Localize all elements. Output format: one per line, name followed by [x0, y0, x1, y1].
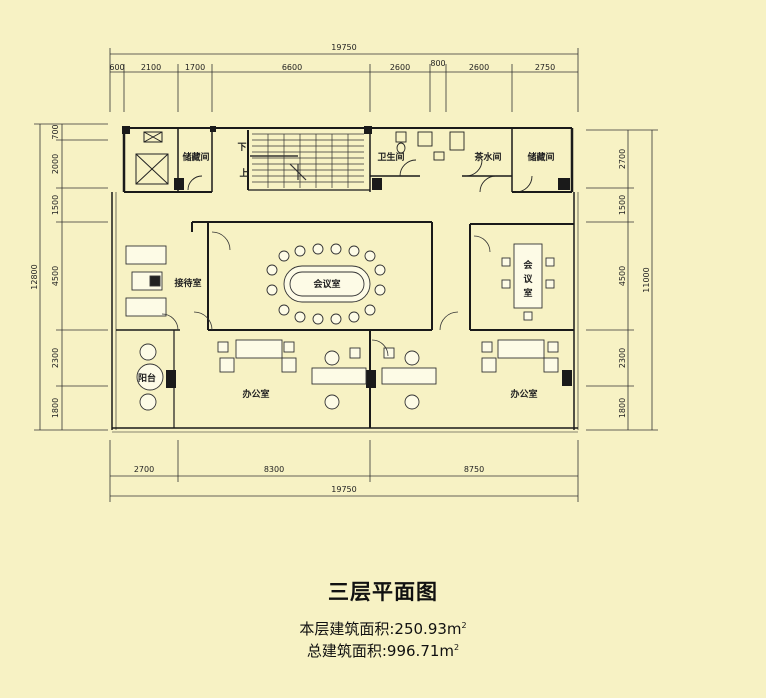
room-label-storage-right: 储藏间 — [527, 151, 554, 163]
left-dimensions — [34, 123, 108, 431]
dim-left-5: 2300 — [51, 348, 60, 368]
restroom-fixtures — [187, 131, 533, 193]
balcony-furniture — [136, 343, 164, 411]
room-label-meeting-small-2: 议 — [523, 273, 533, 285]
stair-label-up: 上 — [239, 167, 248, 179]
dim-top-6: 800 — [430, 59, 445, 68]
plan-title: 三层平面图 — [328, 580, 438, 604]
dim-right-3: 4500 — [618, 266, 627, 286]
dim-left-4: 4500 — [51, 266, 60, 286]
conference-table-small — [501, 243, 555, 321]
dim-left-3: 1500 — [51, 195, 60, 215]
reception-sofas — [125, 245, 167, 317]
office-left-furniture — [217, 339, 367, 410]
room-label-office-right: 办公室 — [510, 388, 537, 400]
dim-top-4: 6600 — [282, 63, 302, 72]
dim-top-total: 19750 — [331, 43, 356, 52]
top-dimensions — [109, 48, 579, 112]
dim-left-6: 1800 — [51, 398, 60, 418]
floor-area-label: 本层建筑面积:250.93m — [299, 620, 462, 638]
room-label-balcony: 阳台 — [138, 372, 156, 384]
bottom-dimensions — [109, 440, 579, 502]
room-label-office-left: 办公室 — [242, 388, 269, 400]
dim-top-7: 2600 — [469, 63, 489, 72]
right-dimensions — [586, 129, 658, 431]
floor-area-superscript: 2 — [461, 621, 467, 630]
dim-right-5: 1800 — [618, 398, 627, 418]
room-label-reception: 接待室 — [174, 277, 201, 289]
room-label-restroom: 卫生间 — [377, 151, 404, 163]
dim-right-total: 11000 — [642, 267, 651, 292]
dim-top-1: 600 — [109, 63, 124, 72]
staircase — [250, 133, 364, 188]
dim-top-3: 1700 — [185, 63, 205, 72]
dim-top-5: 2600 — [390, 63, 410, 72]
room-label-meeting-small-1: 会 — [523, 259, 533, 271]
conference-table-large — [266, 243, 386, 325]
elevator — [135, 131, 169, 185]
floor-area-line: 本层建筑面积:250.93m2 — [0, 618, 766, 639]
total-area-line: 总建筑面积:996.71m2 — [0, 640, 766, 661]
room-label-meeting-large: 会议室 — [313, 278, 340, 290]
room-label-meeting-small-3: 室 — [523, 287, 532, 299]
walls — [111, 127, 579, 433]
dim-right-2: 1500 — [618, 195, 627, 215]
dim-bottom-2: 8300 — [264, 465, 284, 474]
dim-left-total: 12800 — [30, 264, 39, 289]
dim-right-4: 2300 — [618, 348, 627, 368]
total-area-superscript: 2 — [454, 643, 460, 652]
stair-label-down: 下 — [237, 142, 246, 153]
dim-bottom-1: 2700 — [134, 465, 154, 474]
dim-left-1: 700 — [51, 124, 60, 139]
dim-bottom-3: 8750 — [464, 465, 484, 474]
room-label-storage-left: 储藏间 — [182, 151, 209, 163]
room-label-tea-room: 茶水间 — [473, 151, 501, 163]
dim-left-2: 2000 — [51, 154, 60, 174]
office-right-furniture — [381, 339, 559, 410]
dim-top-8: 2750 — [535, 63, 555, 72]
dim-bottom-total: 19750 — [331, 485, 356, 494]
dim-top-2: 2100 — [141, 63, 161, 72]
dim-right-1: 2700 — [618, 149, 627, 169]
total-area-label: 总建筑面积:996.71m — [306, 642, 455, 660]
door-swings — [161, 231, 491, 357]
columns — [122, 126, 572, 388]
